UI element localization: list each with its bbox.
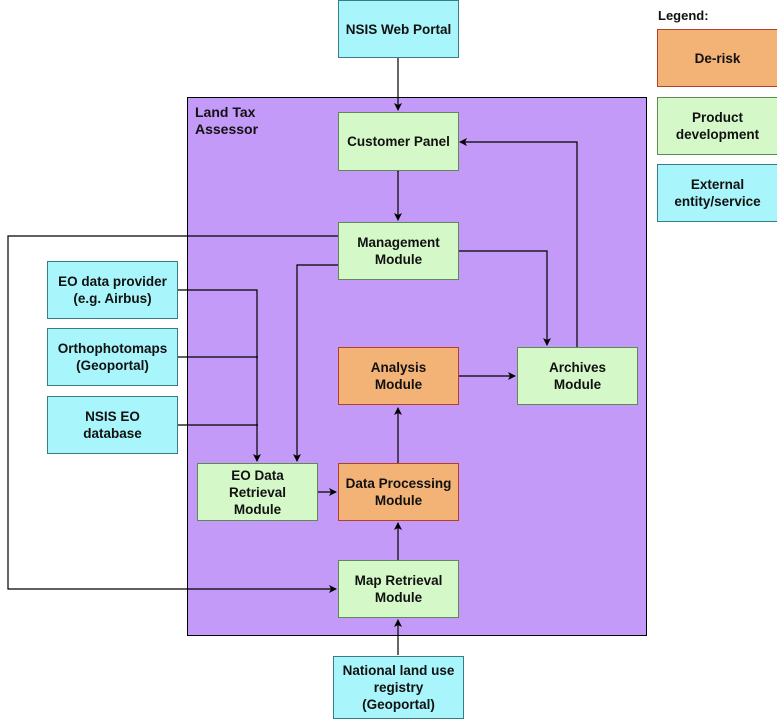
archives-module-node[interactable]: Archives Module: [517, 347, 638, 405]
container-label: Land Tax Assessor: [195, 104, 259, 137]
legend-title: Legend:: [658, 8, 709, 23]
edge-eoprovider-to-eo-retrieval: [178, 289, 261, 462]
management-module-node[interactable]: Management Module: [338, 222, 459, 280]
analysis-module-node[interactable]: Analysis Module: [338, 347, 459, 405]
orthophotomaps-node[interactable]: Orthophotomaps (Geoportal): [47, 328, 178, 386]
data-processing-node[interactable]: Data Processing Module: [338, 463, 459, 521]
eo-data-provider-node[interactable]: EO data provider (e.g. Airbus): [47, 261, 178, 319]
eo-data-retrieval-node[interactable]: EO Data Retrieval Module: [197, 463, 318, 521]
edge-archives-to-customer: [459, 138, 578, 347]
national-registry-node[interactable]: National land use registry (Geoportal): [333, 656, 464, 719]
edge-management-to-eo-retrieval: [293, 264, 338, 462]
legend-external: External entity/service: [657, 164, 777, 222]
map-retrieval-node[interactable]: Map Retrieval Module: [338, 560, 459, 618]
legend-product-development: Product development: [657, 97, 777, 155]
edge-management-to-map-retrieval: [7, 235, 338, 593]
nsis-web-portal-node[interactable]: NSIS Web Portal: [338, 0, 459, 58]
nsis-eo-database-node[interactable]: NSIS EO database: [47, 396, 178, 454]
edge-management-to-archives: [459, 250, 551, 346]
legend-derisk: De-risk: [657, 29, 777, 87]
customer-panel-node[interactable]: Customer Panel: [338, 112, 459, 171]
